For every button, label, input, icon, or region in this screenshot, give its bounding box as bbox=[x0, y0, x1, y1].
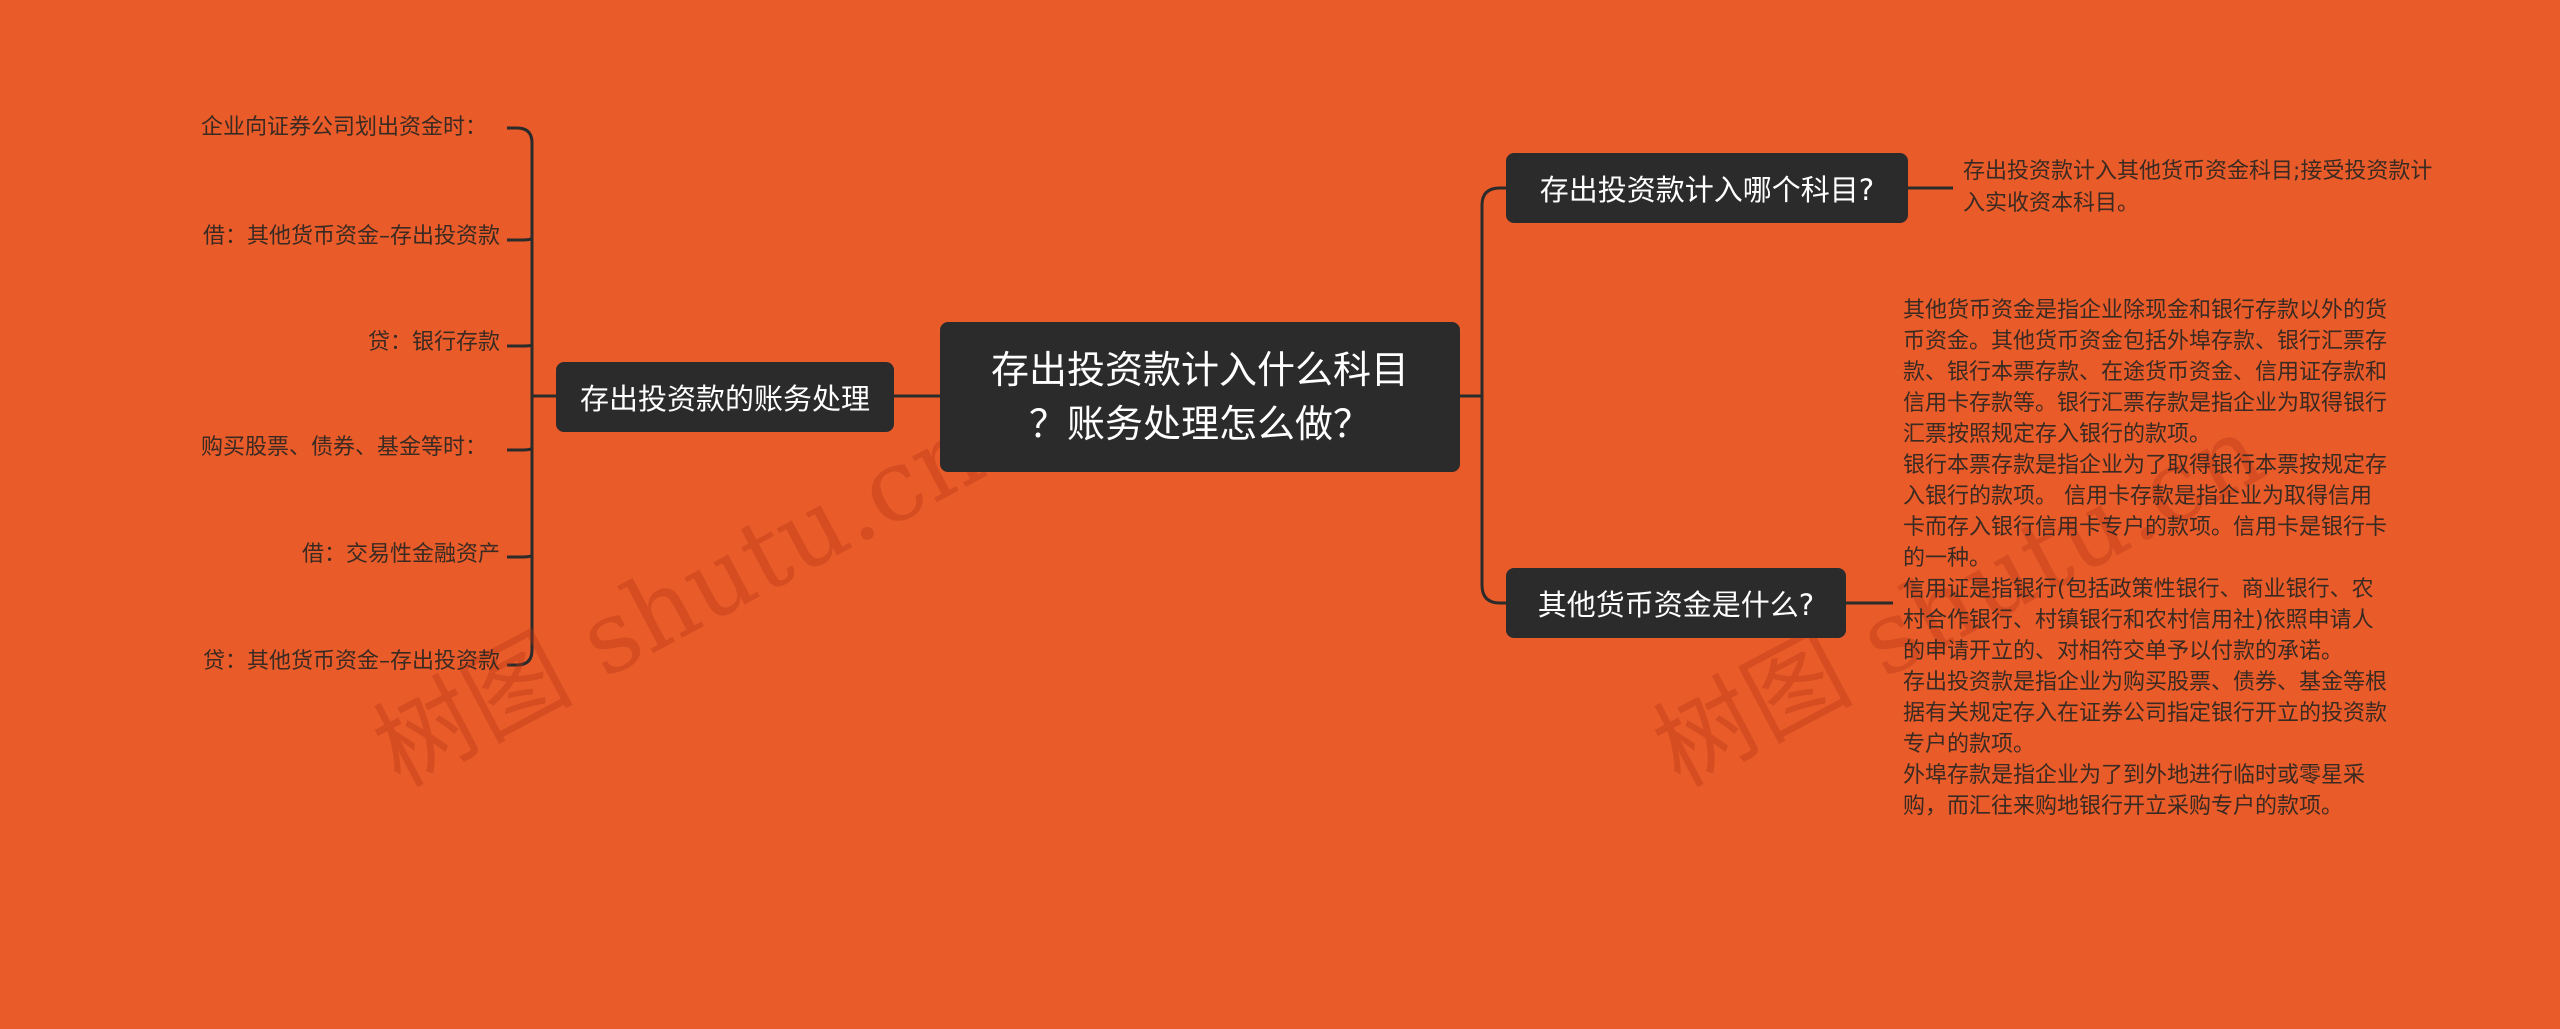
connector-leaf-5 bbox=[507, 554, 534, 559]
description-paragraph-1: 其他货币资金是指企业除现金和银行存款以外的货币资金。其他货币资金包括外埠存款、银… bbox=[1903, 298, 2388, 447]
leaf-debit-investment[interactable]: 借：其他货币资金–存出投资款 bbox=[202, 224, 500, 249]
description-paragraph-5: 外埠存款是指企业为了到外地进行临时或零星采购，而汇往来购地银行开立采购专户的款项… bbox=[1903, 763, 2366, 819]
root-topic-line-1: 存出投资款计入什么科目 bbox=[990, 348, 1409, 392]
leaf-purchase-securities[interactable]: 购买股票、债券、基金等时： bbox=[200, 435, 487, 460]
other-monetary-funds-description[interactable]: 其他货币资金是指企业除现金和银行存款以外的货币资金。其他货币资金包括外埠存款、银… bbox=[1903, 295, 2389, 822]
leaf-credit-investment[interactable]: 贷：其他货币资金–存出投资款 bbox=[202, 649, 500, 674]
leaf-debit-trading-assets[interactable]: 借：交易性金融资产 bbox=[301, 542, 500, 567]
description-paragraph-2: 银行本票存款是指企业为了取得银行本票按规定存入银行的款项。 信用卡存款是指企业为… bbox=[1903, 453, 2388, 571]
branch-other-monetary-funds[interactable]: 其他货币资金是什么? bbox=[1506, 568, 1846, 638]
root-topic-line-2: ？账务处理怎么做？ bbox=[1028, 402, 1371, 446]
root-topic[interactable]: 存出投资款计入什么科目 ？账务处理怎么做？ bbox=[940, 322, 1460, 472]
leaf-transfer-funds[interactable]: 企业向证券公司划出资金时： bbox=[200, 115, 487, 140]
description-paragraph-4: 存出投资款是指企业为购买股票、债券、基金等根据有关规定存入在证券公司指定银行开立… bbox=[1903, 670, 2388, 757]
branch-accounting-treatment[interactable]: 存出投资款的账务处理 bbox=[556, 362, 894, 432]
connector-leaf-4 bbox=[507, 447, 534, 452]
description-paragraph-3: 信用证是指银行(包括政策性银行、商业银行、农村合作银行、村镇银行和农村信用社)依… bbox=[1903, 577, 2374, 664]
connector-leaf-3 bbox=[507, 343, 534, 348]
connector-leaf-2 bbox=[507, 237, 534, 242]
branch-which-account[interactable]: 存出投资款计入哪个科目? bbox=[1506, 153, 1908, 223]
connector-right-1 bbox=[1480, 186, 1506, 396]
leaf-which-account-answer[interactable]: 存出投资款计入其他货币资金科目;接受投资款计入实收资本科目。 bbox=[1963, 159, 2433, 216]
connector-leaf-1 bbox=[507, 126, 534, 144]
leaf-credit-bank[interactable]: 贷：银行存款 bbox=[367, 330, 500, 355]
connector-leaf-6 bbox=[507, 143, 534, 667]
connector-right-2 bbox=[1480, 396, 1506, 605]
